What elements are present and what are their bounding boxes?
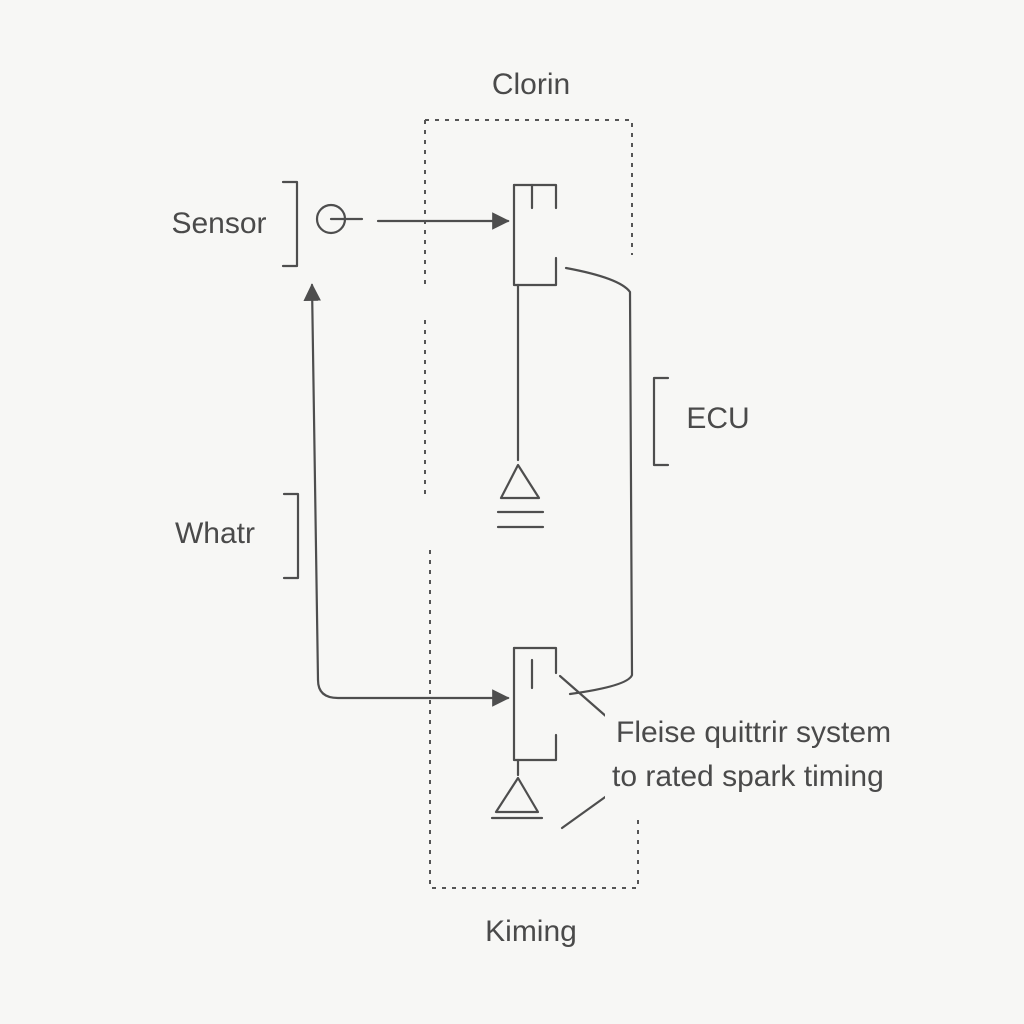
label-top: Clorin — [492, 68, 570, 101]
return-right-arrow — [316, 678, 510, 707]
ecu-feedback-line — [564, 266, 634, 696]
ground-triangle-icon — [490, 776, 544, 820]
label-bottom: Kiming — [485, 915, 577, 948]
lower-component — [512, 646, 558, 777]
return-up-arrow — [303, 283, 322, 682]
upper-component — [512, 183, 558, 462]
dashed-enclosure — [424, 119, 639, 889]
sensor-bracket — [281, 180, 299, 268]
ecu-bracket — [652, 376, 670, 467]
label-sensor: Sensor — [171, 207, 266, 240]
annotation-line-2: to rated spark timing — [612, 760, 884, 793]
annotation-leader-lower — [560, 793, 610, 830]
label-whatr: Whatr — [175, 517, 255, 550]
annotation-line-1: Fleise quittrir system — [616, 716, 891, 749]
circle-probe-icon — [315, 203, 364, 235]
annotation-backdrop — [605, 706, 905, 802]
ground-triangle-icon — [496, 463, 545, 529]
whatr-bracket — [282, 492, 300, 580]
annotation-leader-upper — [558, 674, 610, 720]
label-ecu: ECU — [686, 402, 749, 435]
